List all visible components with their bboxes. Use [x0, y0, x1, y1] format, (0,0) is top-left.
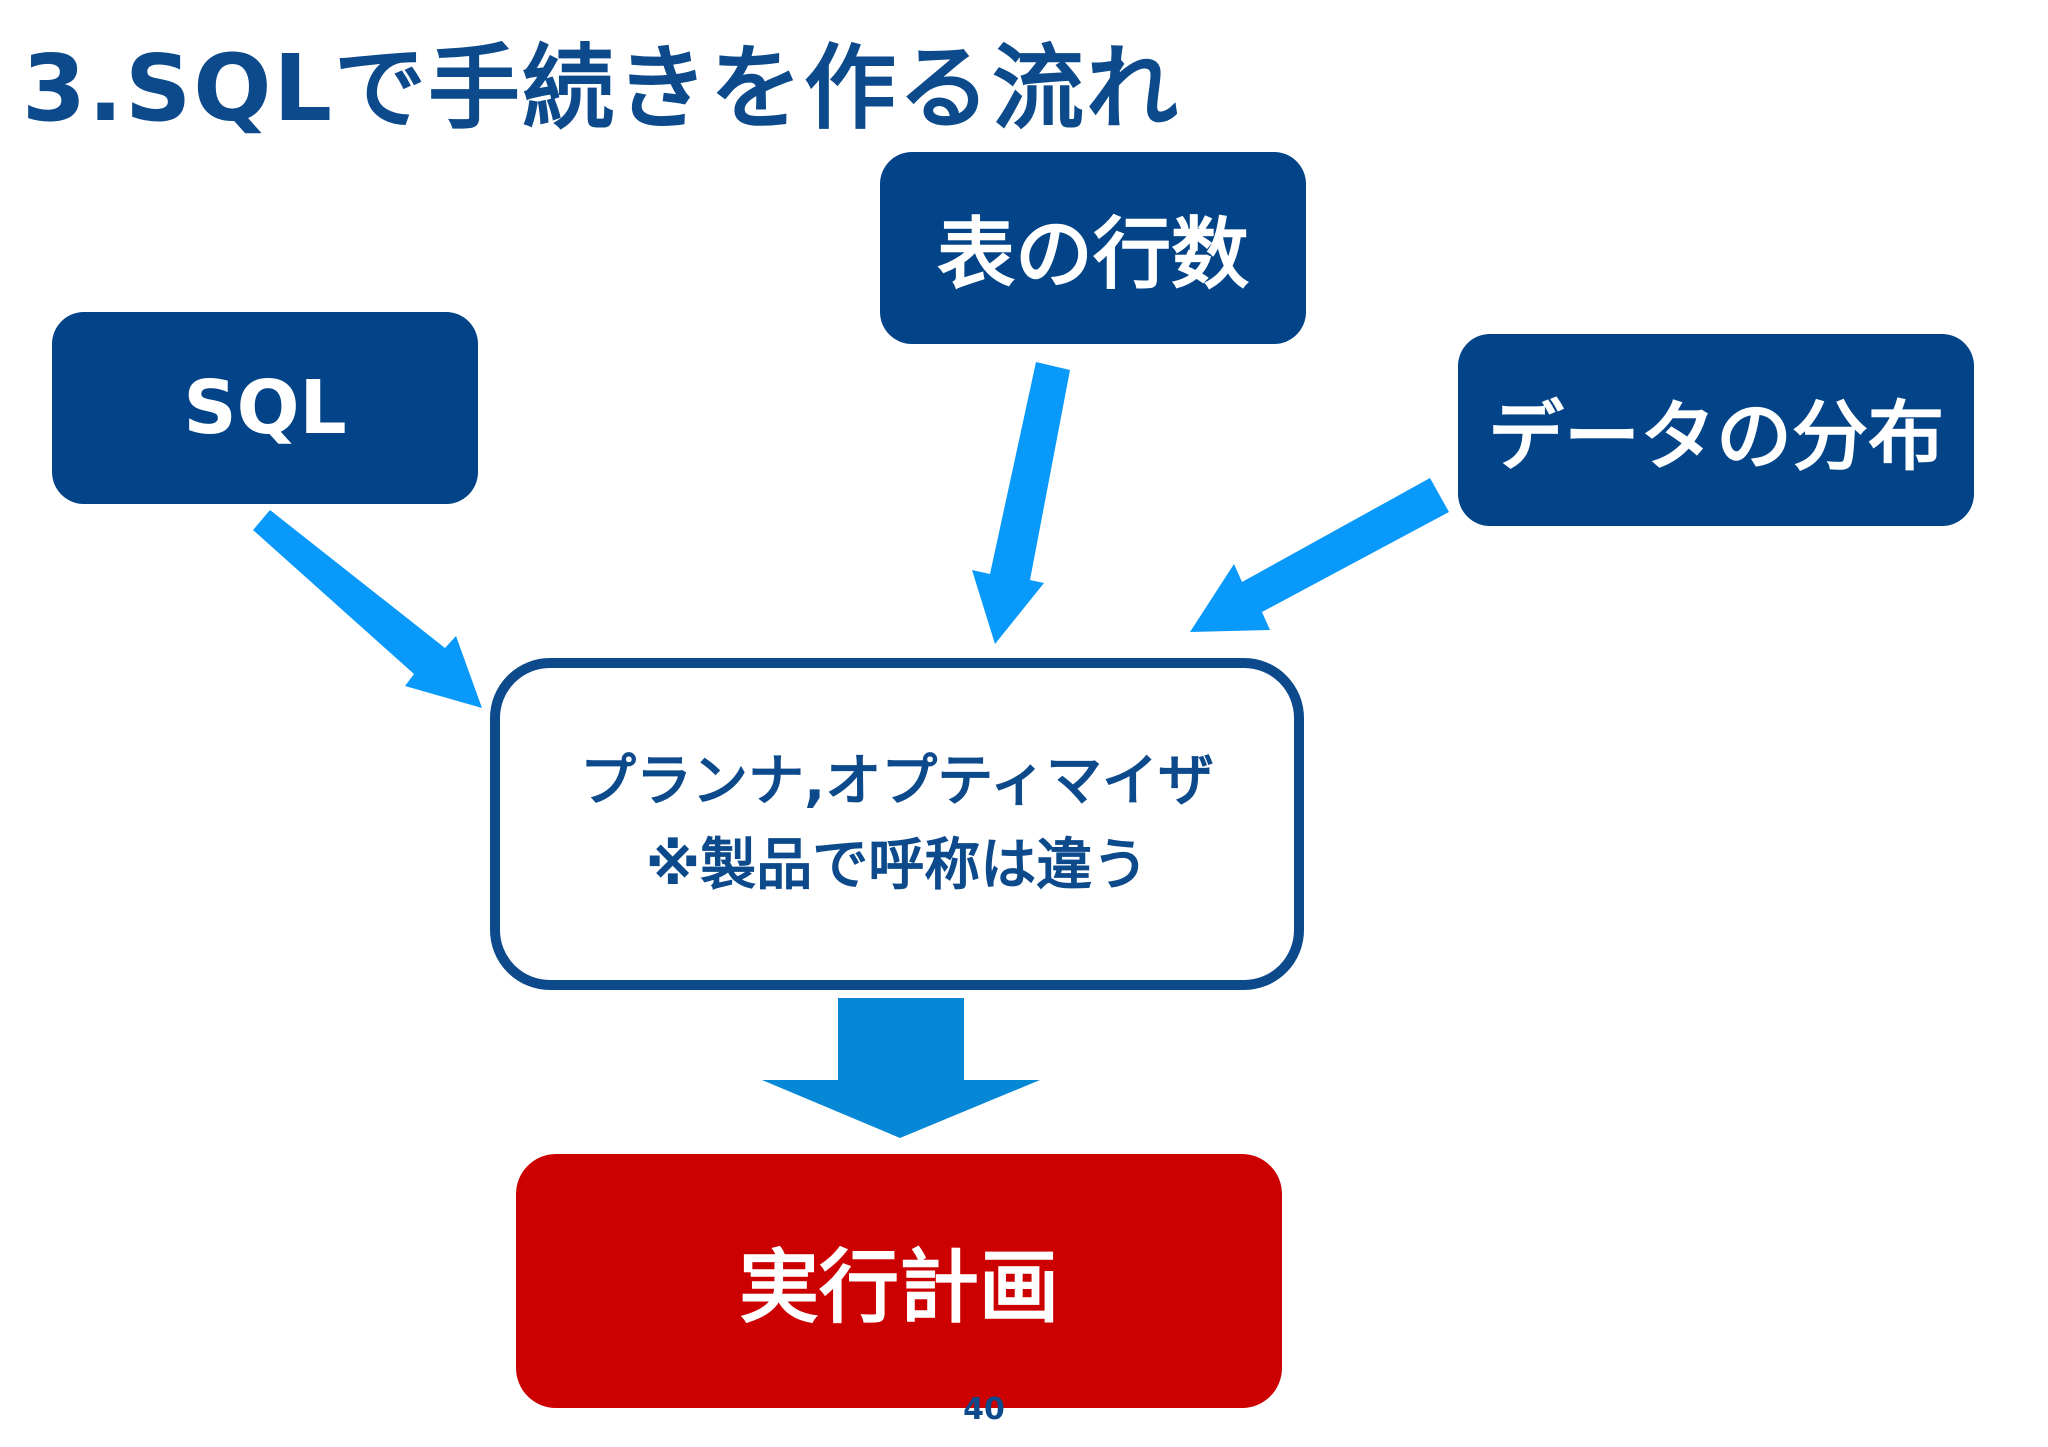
data-distribution-input-box: データの分布 — [1458, 334, 1974, 526]
execution-plan-box: 実行計画 — [516, 1154, 1282, 1408]
planner-note: ※製品で呼称は違う — [645, 833, 1149, 898]
planner-to-plan-arrow — [762, 998, 1040, 1138]
sql-input-box: SQL — [52, 312, 478, 504]
page-number: 40 — [963, 1392, 1005, 1427]
planner-title: プランナ,オプティマイザ — [580, 749, 1214, 814]
planner-optimizer-box: プランナ,オプティマイザ ※製品で呼称は違う — [490, 658, 1304, 990]
slide-title: 3.SQLで手続きを作る流れ — [22, 35, 1181, 142]
row-count-input-box: 表の行数 — [880, 152, 1306, 344]
sql-to-planner-arrow — [253, 510, 482, 708]
row-count-to-planner-arrow — [972, 362, 1070, 644]
data-distribution-to-planner-arrow — [1190, 478, 1449, 632]
